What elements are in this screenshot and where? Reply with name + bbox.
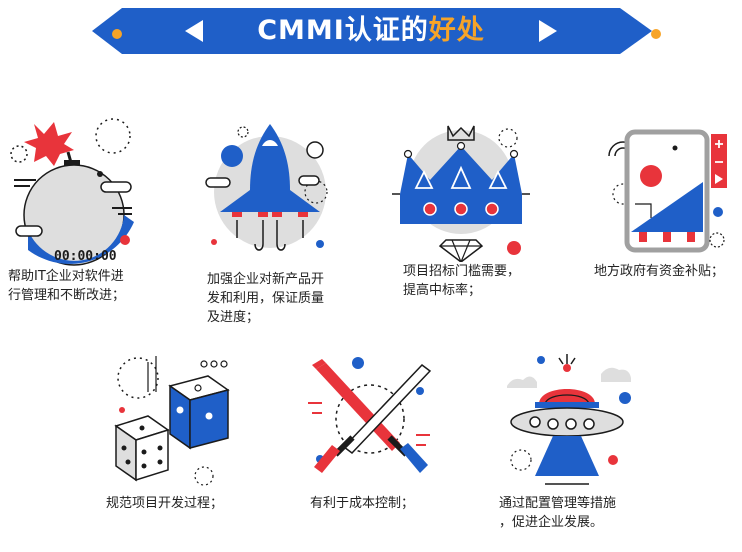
- caption-5: 规范项目开发过程；: [106, 496, 224, 511]
- orange-dot-left: [112, 29, 122, 39]
- caption-1: 帮助IT企业对软件进 行管理和不断改进；: [8, 269, 126, 303]
- clock-readout: 00:00:00: [54, 249, 117, 264]
- phone-chart-icon: [608, 129, 727, 253]
- caption-7: 通过配置管理等措施 ，促进企业发展。: [499, 496, 617, 530]
- dice-icon: [114, 356, 230, 486]
- arrow-left-icon: [185, 20, 203, 42]
- crown-icon: [392, 125, 530, 262]
- caption-2: 加强企业对新产品开 发和利用，保证质量 及进度；: [207, 272, 325, 325]
- ufo-icon: [507, 354, 631, 485]
- orange-dot-right: [651, 29, 661, 39]
- banner-ribbon: [92, 8, 661, 54]
- rocket-icon: [205, 124, 328, 251]
- caption-4: 地方政府有资金补贴；: [594, 264, 725, 279]
- crossed-swords-icon: [308, 357, 432, 473]
- arrow-right-icon: [539, 20, 557, 42]
- page-title: CMMI认证的好处: [0, 8, 742, 54]
- bomb-clock-icon: 00:00:00: [10, 118, 134, 266]
- title-accent: 好处: [428, 15, 485, 46]
- title-main: CMMI认证的: [257, 15, 429, 46]
- caption-3: 项目招标门槛需要， 提高中标率；: [403, 264, 521, 298]
- caption-6: 有利于成本控制；: [310, 496, 415, 511]
